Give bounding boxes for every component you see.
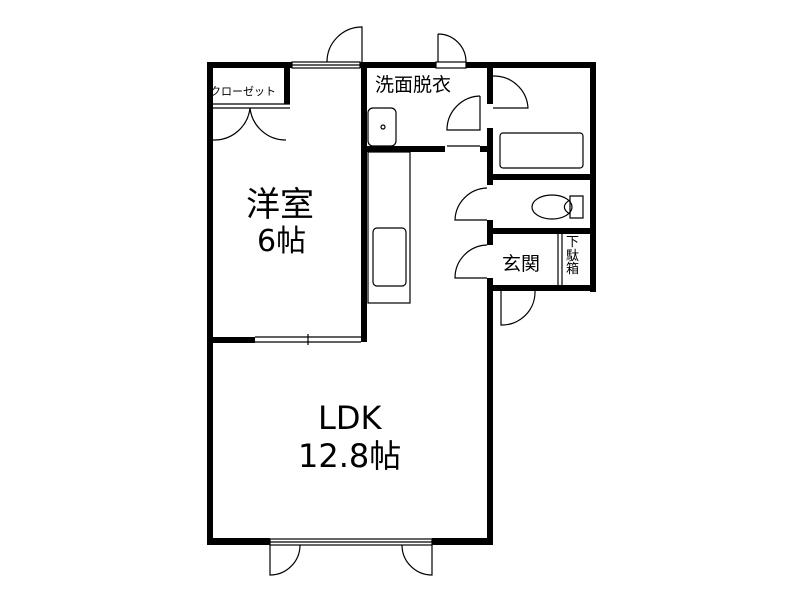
- western-room-label: 洋室: [246, 185, 314, 225]
- door-swing: [326, 26, 363, 63]
- kitchen-sink: [372, 227, 407, 287]
- shoe-box-char: 箱: [566, 262, 580, 278]
- western-room-size: 6帖: [257, 224, 307, 259]
- windows-doors: [212, 26, 563, 576]
- ldk-size: 12.8帖: [298, 437, 402, 475]
- door-swing: [437, 33, 467, 63]
- sink: [367, 107, 397, 147]
- walls: [207, 62, 596, 545]
- ldk-label: LDK: [318, 399, 382, 437]
- shoe-box-char: 駄: [566, 248, 580, 264]
- bathtub: [499, 132, 584, 169]
- washroom-label: 洗面脱衣: [375, 74, 452, 96]
- shoe-box-char: 下: [566, 235, 580, 250]
- entrance-label: 玄関: [502, 253, 541, 275]
- closet-label: クローゼット: [210, 85, 276, 98]
- shoe-box-label: 下 駄 箱: [566, 236, 579, 277]
- fixtures: [367, 107, 584, 304]
- door-swing: [401, 544, 433, 576]
- door-swing: [269, 544, 301, 576]
- toilet: [563, 195, 584, 219]
- kitchen-counter: [367, 151, 411, 304]
